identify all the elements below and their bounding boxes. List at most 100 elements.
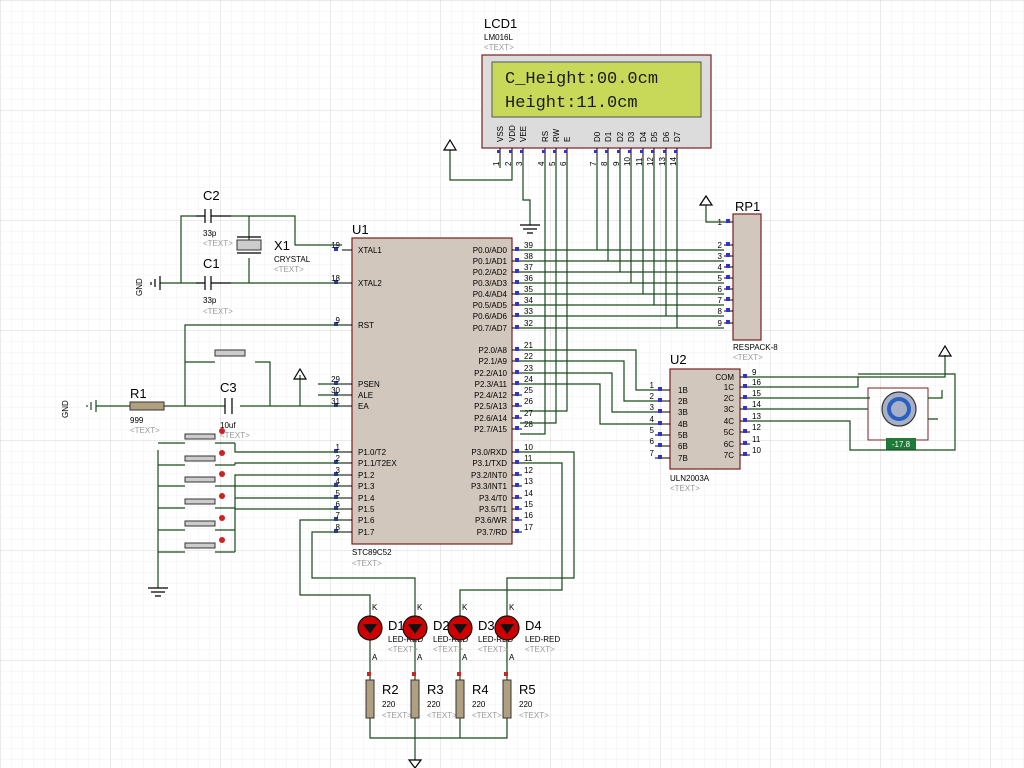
u1-right-pin-number: 10 [524,443,533,452]
lcd-pin-number: 3 [515,161,524,166]
wires [86,138,956,768]
u1-left-pin-label: P1.7 [358,528,375,537]
mcu-u1[interactable]: U1 STC89C52 <TEXT> 19XTAL118XTAL29RST29P… [331,222,533,568]
c3-value: 10uf [220,421,236,430]
u1-right-pin-number: 11 [524,454,533,463]
u1-right-pin-number: 26 [524,397,533,406]
c1-value: 33p [203,296,217,305]
c2-cap[interactable]: C2 33p <TEXT> [203,188,233,248]
lcd-pin-label: VSS [496,126,505,142]
u2-right-marker [743,384,747,388]
stepper-motor[interactable]: -17.8 [867,387,929,450]
x1-ref: X1 [274,238,290,253]
c3-cap[interactable]: C3 10uf <TEXT> [220,380,250,440]
u1-ref: U1 [352,222,369,237]
u2-right-pin-number: 10 [752,446,761,455]
resistor-value: 220 [427,700,441,709]
lcd-pin-number: 12 [646,157,655,166]
led-resistors[interactable]: R2220<TEXT>R3220<TEXT>R4220<TEXT>R5220<T… [365,672,549,720]
leds[interactable]: KAD1LED-RED<TEXT>KAD2LED-RED<TEXT>KAD3LE… [357,603,560,662]
u2-left-pin-label: 7B [678,454,688,463]
x1-crystal[interactable]: X1 CRYSTAL <TEXT> [274,238,311,274]
u1-right-marker [515,506,519,510]
push-button[interactable] [184,498,216,505]
lcd-pin-label: D1 [604,131,613,142]
lcd-pin-label: E [563,137,572,142]
lcd-pin-marker [497,150,500,153]
u1-right-pin-number: 24 [524,375,533,384]
c1-cap[interactable]: C1 33p <TEXT> [203,256,233,316]
u2-left-marker [658,398,662,402]
u1-left-pin-number: 8 [336,523,341,532]
resistor-body[interactable] [410,679,420,719]
u2-uln2003a[interactable]: U2 ULN2003A <TEXT> 11B22B33B44B55B66B77B… [650,352,762,493]
u1-left-pin-number: 4 [336,477,341,486]
led-a-pin: A [417,653,423,662]
lcd-pin-label: D6 [662,131,671,142]
button-indicator [219,428,225,434]
u1-left-pin-label: PSEN [358,380,380,389]
c2-text-placeholder: <TEXT> [203,239,233,248]
u2-model: ULN2003A [670,474,710,483]
led-diode-symbol [363,624,377,634]
resistor-text-placeholder: <TEXT> [382,711,412,720]
rp1-marker [726,253,730,257]
u1-left-marker [334,506,338,510]
crystal-body [236,239,262,251]
u1-right-pin-number: 12 [524,466,533,475]
r1-resistor[interactable]: R1 999 <TEXT> [130,386,160,435]
u1-right-marker [515,472,519,476]
u1-right-marker [515,517,519,521]
u1-left-pin-number: 3 [336,466,341,475]
rp1-pin-number: 4 [718,263,723,272]
u2-left-marker [658,387,662,391]
p1-buttons[interactable] [158,428,235,553]
u1-left-pin-label: P1.3 [358,482,375,491]
led-text-placeholder: <TEXT> [388,645,418,654]
rp1-marker [726,286,730,290]
u1-right-pin-label: P3.2/INT0 [471,471,508,480]
u2-left-pin-number: 2 [650,392,655,401]
u1-right-marker [515,426,519,430]
r1-value: 999 [130,416,144,425]
lcd-pin-marker [520,150,523,153]
motor-readout: -17.8 [892,440,911,449]
u1-right-pin-number: 16 [524,511,533,520]
led-k-pin: K [417,603,423,612]
led-ref: D2 [433,618,450,633]
led-ref: D3 [478,618,495,633]
x1-text-placeholder: <TEXT> [274,265,304,274]
u1-right-marker [515,258,519,262]
lcd1[interactable]: LCD1 LM016L <TEXT> C_Height:00.0cm Heigh… [481,16,712,166]
resistor-body[interactable] [502,679,512,719]
push-button[interactable] [184,520,216,527]
u1-left-pin-number: 5 [336,489,341,498]
push-button[interactable] [184,542,216,549]
u1-right-pin-number: 21 [524,341,533,350]
u1-left-pin-number: 2 [336,454,341,463]
u1-right-pin-label: P3.4/T0 [479,494,508,503]
resistor-body[interactable] [455,679,465,719]
push-button[interactable] [184,476,216,483]
u1-model: STC89C52 [352,548,392,557]
lcd-pin-marker [674,150,677,153]
resistor-body[interactable] [365,679,375,719]
u1-right-marker [515,302,519,306]
u1-left-pin-number: 7 [336,511,341,520]
u2-right-marker [743,418,747,422]
u1-pins: 19XTAL118XTAL29RST29PSEN30ALE31EA1P1.0/T… [331,241,533,537]
u1-right-pin-number: 15 [524,500,533,509]
push-button[interactable] [184,433,216,440]
u1-left-pin-label: P1.6 [358,516,375,525]
button-indicator [219,515,225,521]
rp1-pin-number: 8 [718,307,723,316]
u1-right-marker [515,280,519,284]
push-button[interactable] [184,455,216,462]
rp1-pin-number: 3 [718,252,723,261]
u2-left-pin-number: 3 [650,403,655,412]
u1-left-marker [334,495,338,499]
lcd1-text-placeholder: <TEXT> [484,43,514,52]
u1-right-pin-label: P2.5/A13 [474,402,507,411]
